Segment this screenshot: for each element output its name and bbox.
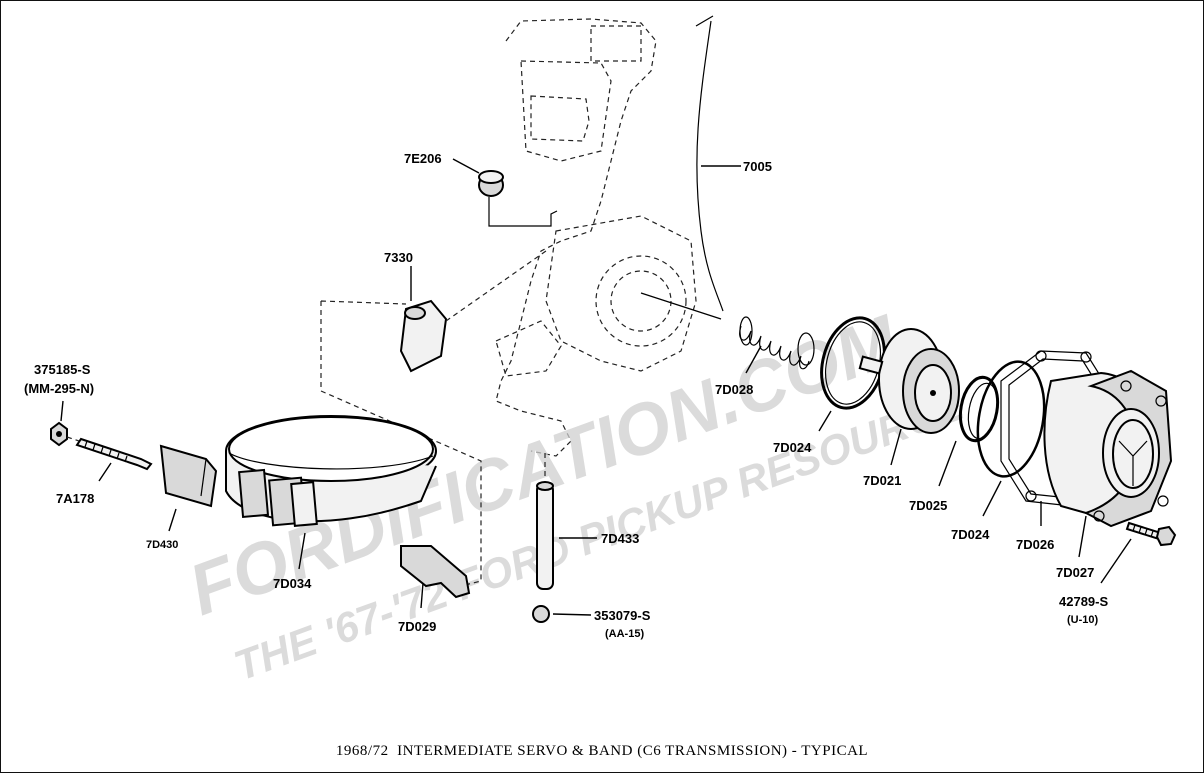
part-7330-lever — [320, 250, 547, 587]
label-7D024-first: 7D024 — [773, 440, 812, 455]
label-7D024-second: 7D024 — [951, 527, 990, 542]
part-7D028-spring — [739, 316, 815, 370]
part-42789-S-bolt — [1125, 521, 1177, 547]
part-353079-S-ball — [532, 605, 550, 623]
part-7A178-adjusting-screw — [66, 436, 153, 471]
label-MM-295-N: (MM-295-N) — [24, 381, 94, 396]
part-7D027-servo-cover — [1043, 369, 1173, 528]
part-7D433-pin — [536, 453, 554, 590]
label-7D433: 7D433 — [601, 531, 639, 546]
label-7D027: 7D027 — [1056, 565, 1094, 580]
label-7D021: 7D021 — [863, 473, 901, 488]
label-U-10: (U-10) — [1067, 614, 1099, 626]
label-7D029: 7D029 — [398, 619, 436, 634]
part-7D021-piston — [858, 328, 960, 434]
part-7D034-band — [225, 415, 437, 527]
part-7E206-cap — [478, 170, 558, 227]
label-AA-15: (AA-15) — [605, 628, 644, 640]
label-7D034: 7D034 — [273, 576, 312, 591]
label-7005: 7005 — [743, 159, 772, 174]
label-375185-S: 375185-S — [34, 362, 91, 377]
label-7330: 7330 — [384, 250, 413, 265]
transmission-case-outline — [495, 18, 697, 457]
label-7D430: 7D430 — [146, 539, 178, 551]
part-labels: 7E206 7005 7330 375185-S (MM-295-N) 7A17… — [24, 151, 1108, 640]
part-375185-S-nut — [50, 421, 68, 447]
label-7D025: 7D025 — [909, 498, 947, 513]
part-7D024-seal-ring-2 — [976, 360, 1046, 478]
servo-axis-line — [640, 292, 722, 320]
label-7E206: 7E206 — [404, 151, 442, 166]
part-7D430-strut — [159, 444, 218, 508]
label-353079-S: 353079-S — [594, 608, 651, 623]
label-7D026: 7D026 — [1016, 537, 1054, 552]
label-7A178: 7A178 — [56, 491, 94, 506]
label-7D028: 7D028 — [715, 382, 753, 397]
part-7D029-strut — [400, 545, 471, 599]
leader-lines — [60, 158, 1132, 616]
label-42789-S: 42789-S — [1059, 594, 1108, 609]
case-edge-line — [695, 15, 724, 312]
diagram-caption: 1968/72 INTERMEDIATE SERVO & BAND (C6 TR… — [336, 743, 868, 759]
